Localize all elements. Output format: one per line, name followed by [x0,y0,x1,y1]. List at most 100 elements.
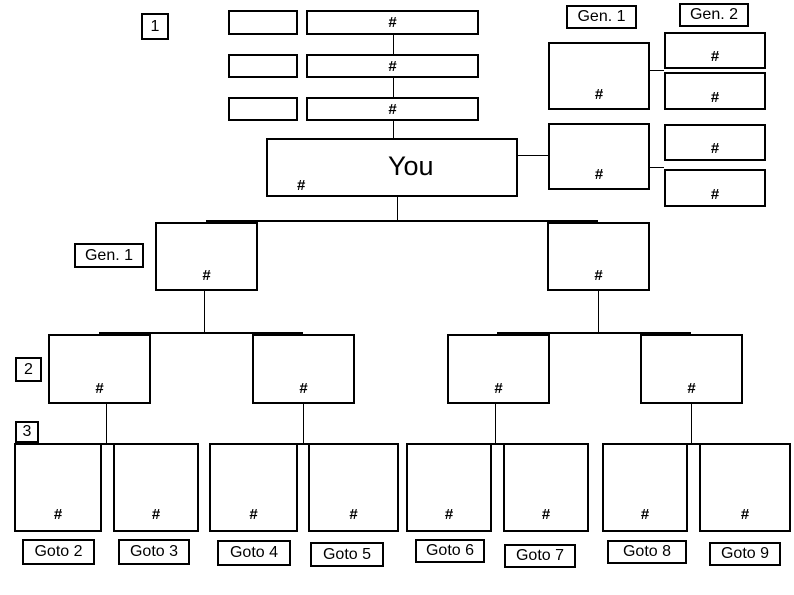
row2-node-3: # [447,334,550,404]
goto-3-link[interactable]: Goto 3 [118,539,190,565]
gen2-label-top-box: Gen. 2 [679,3,749,27]
connector-row2-node1-down [106,404,107,444]
row3-node-6: # [503,443,589,532]
placeholder-hash: # [249,506,258,523]
goto-5-link[interactable]: Goto 5 [310,542,384,567]
row2-node-4: # [640,334,743,404]
placeholder-hash: # [710,140,720,157]
gen1-right-parent-box-2: # [548,123,650,190]
you-box: You # [266,138,518,197]
row2-node-2: # [252,334,355,404]
connector-gen1-box2-to-gen2 [650,167,664,168]
step-1-label: 1 [150,17,160,35]
connector-row2-node2-down [303,404,304,444]
placeholder-hash: # [594,267,603,284]
placeholder-hash: # [710,186,720,203]
goto-2-link[interactable]: Goto 2 [22,539,95,565]
goto-4-label: Goto 4 [229,544,279,561]
placeholder-hash: # [740,506,750,523]
gen2-right-box-3: # [664,124,766,161]
connector-chain-3-you [393,121,394,138]
goto-8-label: Goto 8 [622,543,672,560]
row3-node-3: # [209,443,298,532]
connector-chain-1-2 [393,35,394,54]
connector-row3-bridge-3 [492,443,503,445]
goto-5-label: Goto 5 [322,545,372,563]
placeholder-hash: # [444,506,454,523]
connector-row2-left-horizontal [99,332,303,334]
placeholder-hash: # [297,177,306,194]
ancestor-chain-box-1: # [306,10,479,35]
gen1-label-left: Gen. 1 [84,246,134,264]
placeholder-hash: # [710,48,720,65]
connector-gen1-right-down [598,291,599,334]
row3-node-4: # [308,443,399,532]
placeholder-hash: # [53,506,63,523]
gen1-label-top: Gen. 1 [577,8,626,25]
placeholder-hash: # [541,506,551,523]
goto-3-label: Goto 3 [129,543,179,560]
placeholder-hash: # [388,100,397,118]
goto-4-link[interactable]: Goto 4 [217,540,291,566]
gen2-label-top: Gen. 2 [689,6,739,23]
placeholder-hash: # [299,380,308,397]
empty-field-box-3 [228,97,298,121]
goto-8-link[interactable]: Goto 8 [607,540,687,564]
step-2-label: 2 [24,360,33,378]
ancestor-chain-box-2: # [306,54,479,78]
goto-2-label: Goto 2 [34,543,83,560]
placeholder-hash: # [388,14,397,31]
placeholder-hash: # [388,57,397,75]
goto-9-label: Goto 9 [720,545,770,562]
connector-gen1-box1-to-gen2 [650,70,664,71]
connector-row3-bridge-1 [102,443,113,445]
placeholder-hash: # [349,506,358,523]
row3-node-2: # [113,443,199,532]
connector-row2-node4-down [691,404,692,444]
gen2-right-box-2: # [664,72,766,110]
gen1-node-right: # [547,222,650,291]
gen2-right-box-1: # [664,32,766,69]
placeholder-hash: # [594,166,604,183]
placeholder-hash: # [95,380,104,397]
connector-row3-bridge-2 [298,443,308,445]
connector-you-to-gen1-right [518,155,548,156]
goto-6-link[interactable]: Goto 6 [415,539,485,563]
step-1-label-box: 1 [141,13,169,40]
empty-field-box-1 [228,10,298,35]
row3-node-8: # [699,443,791,532]
connector-row2-right-horizontal [497,332,691,334]
step-3-label-box: 3 [15,421,39,443]
row3-node-7: # [602,443,688,532]
gen1-right-parent-box-1: # [548,42,650,110]
placeholder-hash: # [202,267,211,284]
placeholder-hash: # [151,506,161,523]
step-2-label-box: 2 [15,357,42,382]
row3-node-1: # [14,443,102,532]
goto-6-label: Goto 6 [425,542,475,559]
you-label: You [388,151,434,181]
goto-9-link[interactable]: Goto 9 [709,542,781,566]
connector-gen1-row-horizontal [206,220,598,222]
placeholder-hash: # [494,380,503,397]
gen1-label-left-box: Gen. 1 [74,243,144,268]
gen1-label-top-box: Gen. 1 [566,5,637,29]
empty-field-box-2 [228,54,298,78]
goto-7-link[interactable]: Goto 7 [504,544,576,568]
step-3-label: 3 [22,423,32,440]
connector-chain-2-3 [393,78,394,97]
placeholder-hash: # [710,89,720,106]
placeholder-hash: # [687,380,696,397]
connector-row3-bridge-4 [688,443,699,445]
row3-node-5: # [406,443,492,532]
gen2-right-box-4: # [664,169,766,207]
gen1-node-left: # [155,222,258,291]
placeholder-hash: # [640,506,650,523]
connector-you-down [397,197,398,221]
ancestor-chain-box-3: # [306,97,479,121]
goto-7-label: Goto 7 [515,547,565,564]
connector-row2-node3-down [495,404,496,444]
row2-node-1: # [48,334,151,404]
placeholder-hash: # [594,86,604,103]
